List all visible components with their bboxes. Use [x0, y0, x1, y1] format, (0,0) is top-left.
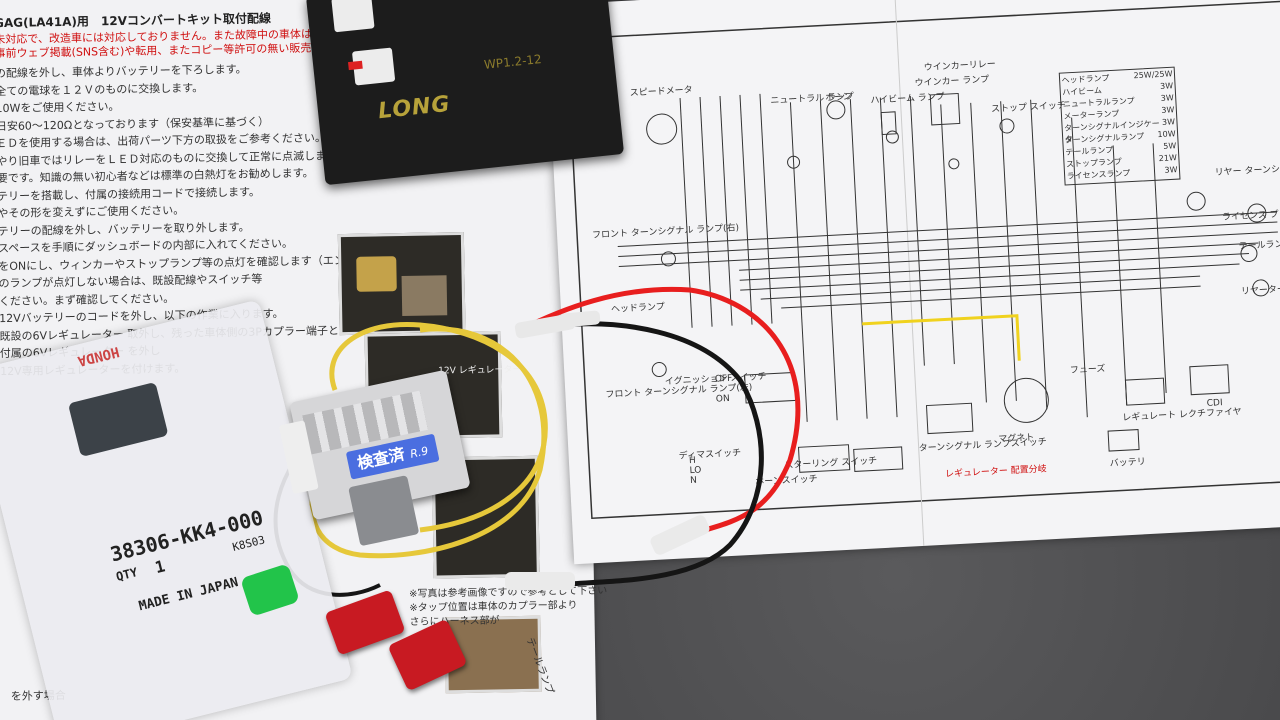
wiring-diagram	[566, 0, 1280, 546]
regulator-connector-grey	[348, 475, 420, 547]
connector-top-2	[559, 310, 601, 328]
bag-brand: HONDA	[75, 343, 121, 369]
bag-qty-value: 1	[152, 556, 167, 578]
bag-part-number: 38306-KK4-000	[107, 505, 266, 567]
bag-made-in: MADE IN JAPAN	[137, 575, 240, 615]
bag-lot: K8S03	[231, 533, 267, 554]
sticker-handwriting: R.9	[408, 444, 430, 461]
bag-qty-label: QTY	[114, 565, 140, 584]
connector-red	[650, 515, 710, 555]
sticker-text: 検査済	[355, 444, 407, 473]
connector-black	[505, 572, 575, 590]
bag-part	[67, 381, 169, 458]
highlight-wire	[862, 314, 1021, 361]
red-wire	[518, 286, 801, 533]
connector-top-1	[514, 313, 576, 339]
yellow-wire-2	[329, 321, 548, 533]
lamp-legend-box	[1058, 66, 1181, 186]
black-wire	[559, 321, 764, 588]
